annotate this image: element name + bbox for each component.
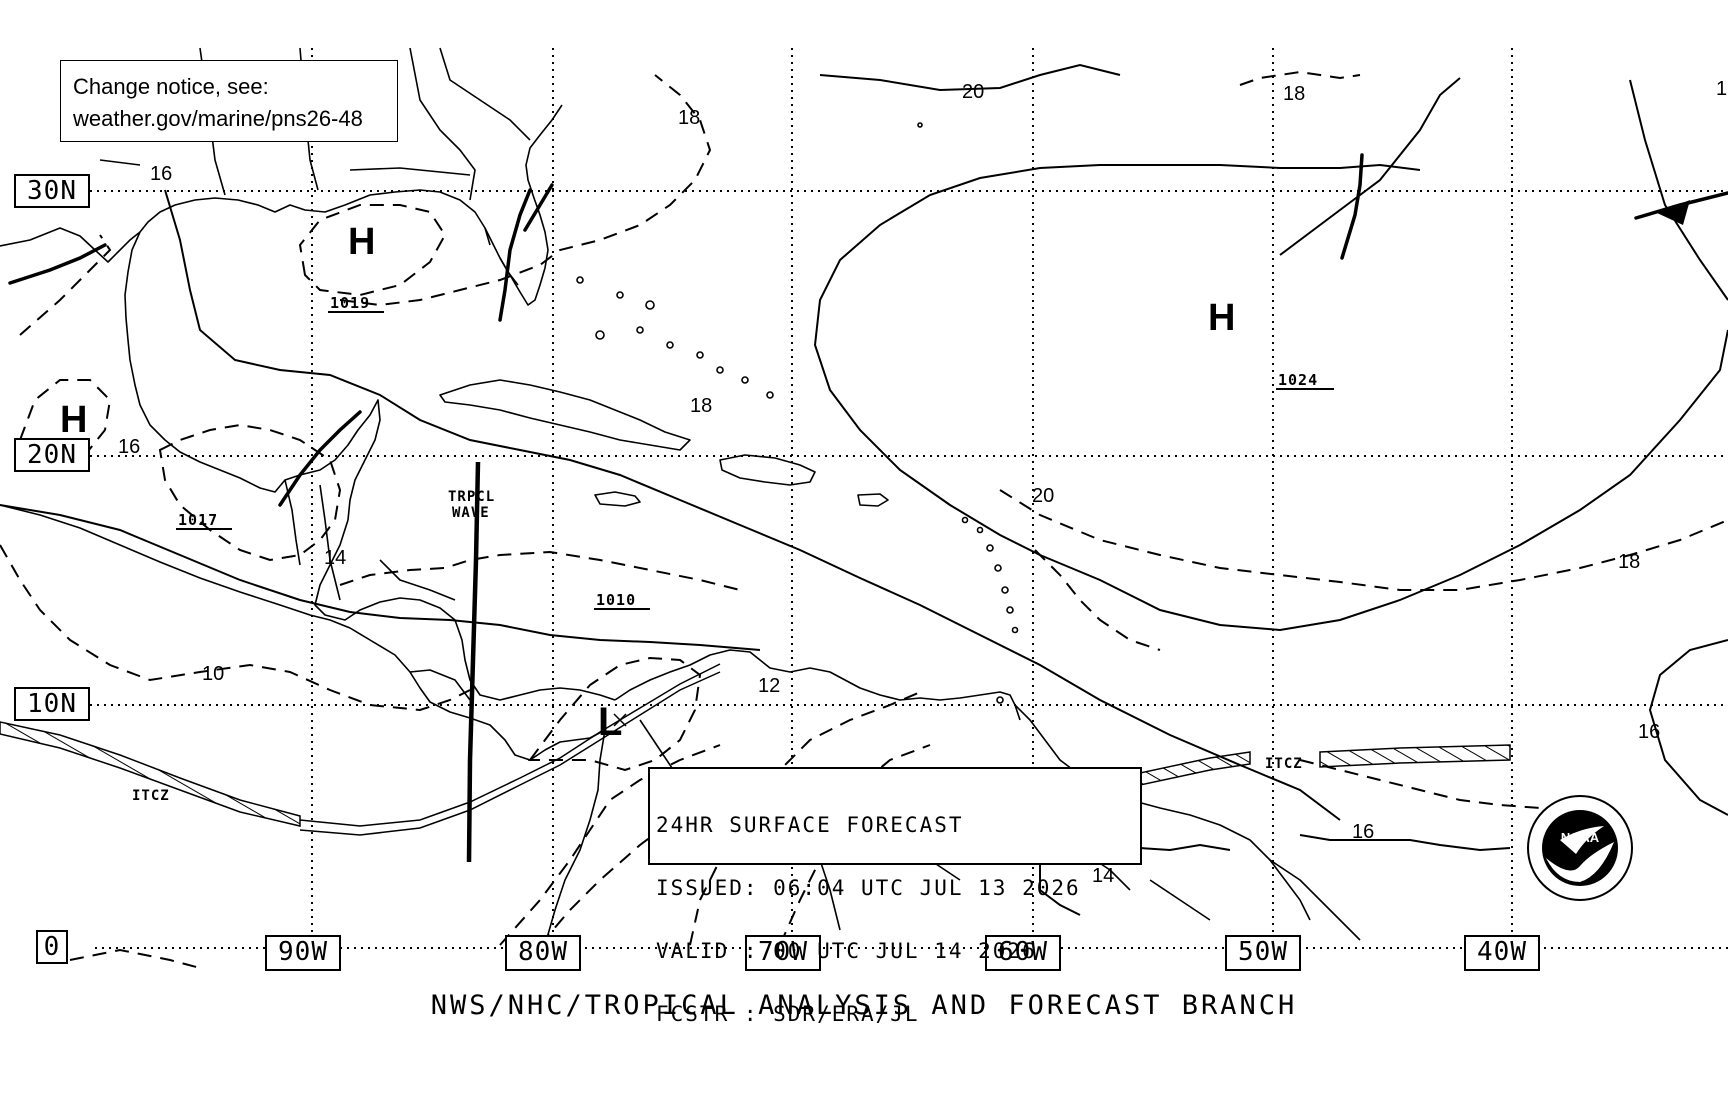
pressure-1010: 1010	[596, 591, 636, 609]
tropical-wave-label-line1: TRPCL	[448, 489, 495, 505]
isobar-label: 18	[1618, 551, 1640, 573]
lon-label-50w: 50W	[1225, 935, 1301, 971]
pressure-1019: 1019	[330, 294, 370, 312]
isobar-label: 16	[1352, 821, 1374, 843]
high-center-atlantic: H	[1208, 297, 1235, 339]
tropical-wave-label-line2: WAVE	[452, 505, 490, 521]
low-center-x	[613, 713, 627, 727]
isobar-label: 18	[678, 107, 700, 129]
itcz-band-east	[1139, 744, 1511, 786]
troughs-and-fronts	[8, 153, 1728, 507]
isobar-label: 14	[1092, 865, 1114, 887]
isobar-label: 20	[1032, 485, 1054, 507]
isobar-label: 16	[150, 163, 172, 185]
high-center-gulf: H	[348, 221, 375, 263]
isobar-label: 18	[690, 395, 712, 417]
caribbean-islands	[576, 122, 1019, 704]
forecast-issued: ISSUED: 06:04 UTC JUL 13 2026	[656, 876, 1081, 900]
cold-front-barb	[1657, 200, 1690, 225]
itcz-band-west	[0, 721, 301, 827]
lat-label-0: 0	[36, 930, 68, 964]
forecast-title: 24HR SURFACE FORECAST	[656, 813, 964, 837]
lon-label-70w: 70W	[745, 935, 821, 971]
forecast-valid: VALID : 00 UTC JUL 14 2026	[656, 939, 1037, 963]
isobar-label: 16	[118, 436, 140, 458]
lat-label-10n: 10N	[14, 687, 90, 721]
isobar-label: 18	[1283, 83, 1305, 105]
change-notice-box: Change notice, see: weather.gov/marine/p…	[60, 60, 398, 142]
branch-footer: NWS/NHC/TROPICAL ANALYSIS AND FORECAST B…	[430, 990, 1298, 1021]
itcz-label-east: ITCZ	[1265, 756, 1303, 772]
lon-label-40w: 40W	[1464, 935, 1540, 971]
isobar-label: 10	[202, 663, 224, 685]
forecast-info-box: 24HR SURFACE FORECAST ISSUED: 06:04 UTC …	[648, 767, 1142, 1025]
high-center-mexico: H	[60, 399, 87, 441]
solid-isobars	[0, 63, 1728, 916]
noaa-logo-text: NOAA	[1561, 830, 1600, 845]
itcz-line	[299, 663, 721, 836]
pressure-1017: 1017	[178, 511, 218, 529]
lon-label-90w: 90W	[265, 935, 341, 971]
isobar-label: 16	[1638, 721, 1660, 743]
isobar-label: 20	[962, 81, 984, 103]
change-notice-link[interactable]: weather.gov/marine/pns26-48	[73, 106, 363, 131]
pressure-1024: 1024	[1278, 371, 1318, 389]
forecast-forecaster: FCSTR : SDR/ERA/JL	[656, 1002, 920, 1026]
low-center-colombia: L	[598, 700, 622, 744]
itcz-label-west: ITCZ	[132, 788, 170, 804]
lat-label-20n: 20N	[14, 438, 90, 472]
tropical-wave-axis	[466, 461, 481, 863]
isobar-label: 14	[324, 547, 346, 569]
lon-label-60w: 60W	[985, 935, 1061, 971]
lon-label-80w: 80W	[505, 935, 581, 971]
lat-label-30n: 30N	[14, 174, 90, 208]
noaa-logo: NOAA	[1527, 795, 1633, 901]
change-notice-line1: Change notice, see:	[73, 74, 269, 99]
isobar-label: 1	[1716, 78, 1727, 100]
lat-lon-grid	[90, 48, 1728, 949]
isobar-label: 12	[758, 675, 780, 697]
